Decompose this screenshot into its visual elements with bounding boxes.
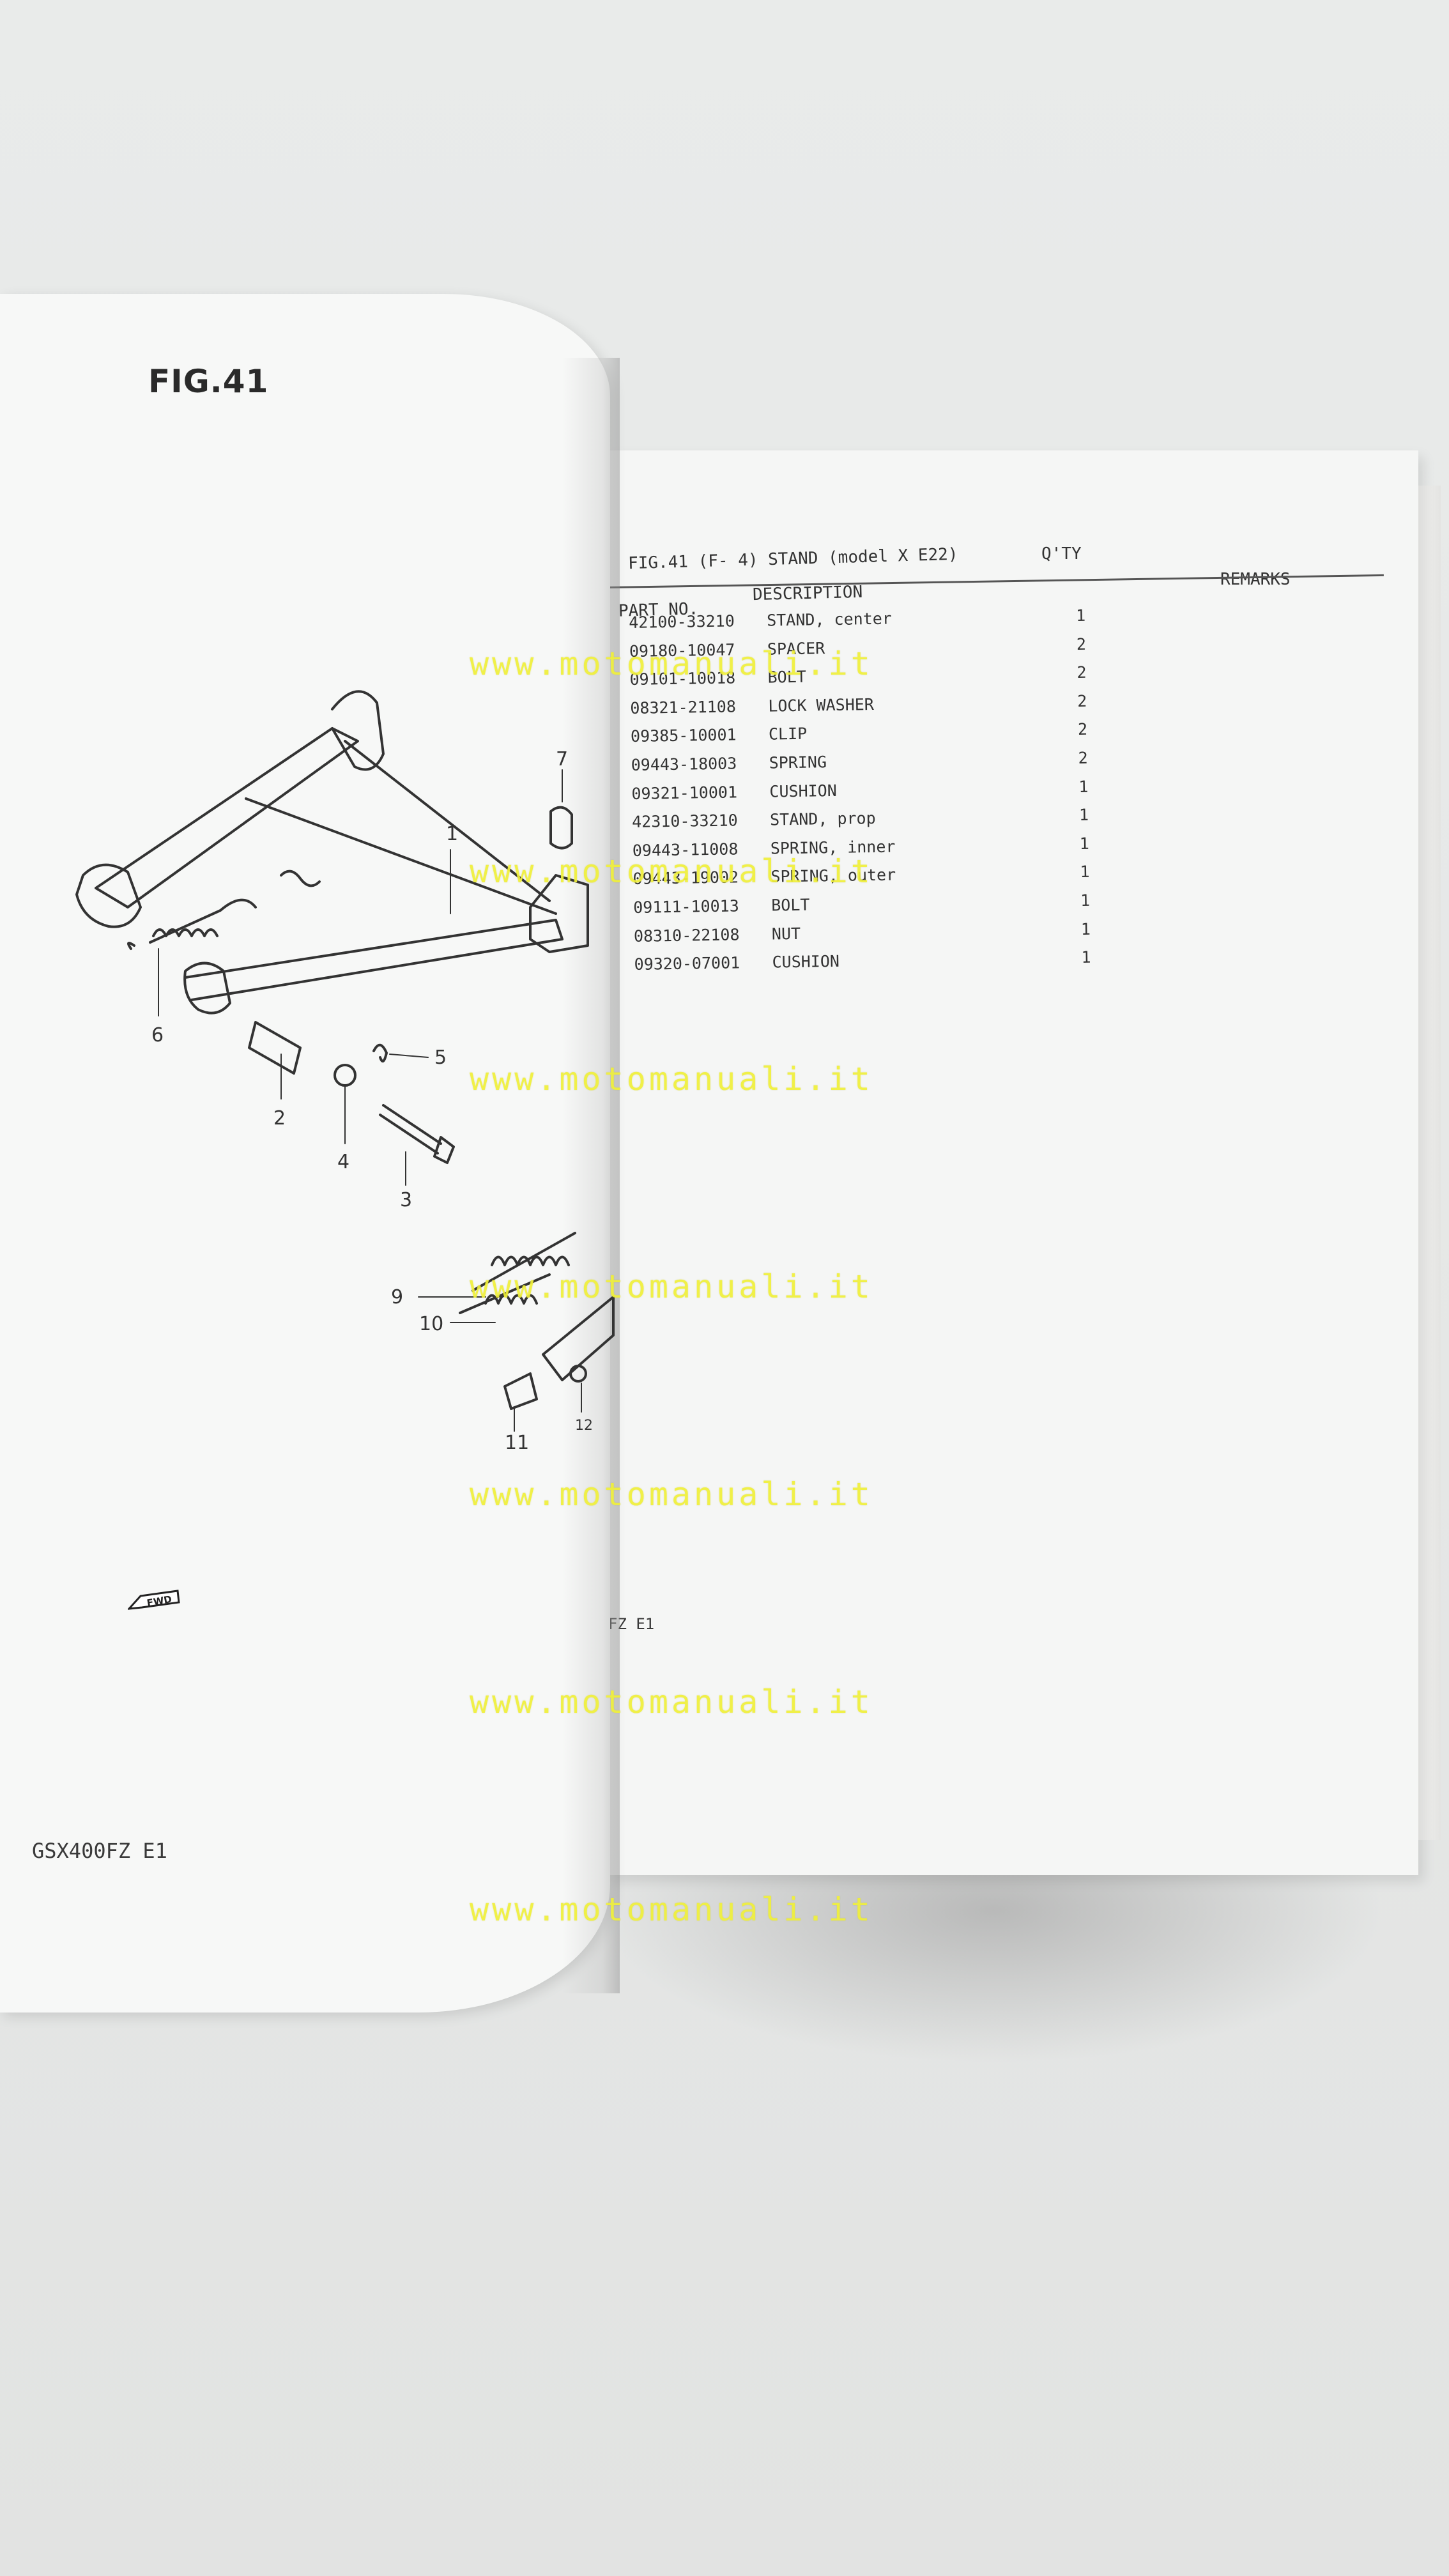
callout-9: 9 xyxy=(391,1286,403,1308)
watermark: www.motomanuali.it xyxy=(470,1268,873,1305)
cushion-7 xyxy=(549,806,573,850)
right-page-footer: FZ E1 xyxy=(608,1615,655,1633)
lock-washer-4 xyxy=(334,1064,356,1087)
spring-9 xyxy=(471,1232,576,1292)
callout-12: 12 xyxy=(575,1418,593,1434)
watermark: www.motomanuali.it xyxy=(470,645,873,682)
watermark: www.motomanuali.it xyxy=(470,853,873,890)
callout-1: 1 xyxy=(446,823,458,845)
nut-12 xyxy=(569,1365,587,1383)
book-gutter-shadow xyxy=(562,358,620,1993)
spring-10 xyxy=(459,1273,551,1314)
bolt-11 xyxy=(503,1372,538,1410)
figure-title: FIG.41 xyxy=(148,363,269,400)
callout-10: 10 xyxy=(419,1313,443,1335)
callout-2: 2 xyxy=(273,1107,286,1130)
prop-stand xyxy=(542,1296,615,1381)
left-page xyxy=(0,294,610,2012)
remarks-column-header: REMARKS xyxy=(1220,570,1291,589)
spring-6 xyxy=(149,898,257,944)
clip-5 xyxy=(372,1043,388,1063)
callout-7: 7 xyxy=(556,748,568,770)
right-page xyxy=(607,450,1418,1875)
left-page-footer: GSX400FZ E1 xyxy=(32,1839,167,1863)
callout-11: 11 xyxy=(505,1432,529,1454)
watermark: www.motomanuali.it xyxy=(470,1891,873,1928)
center-stand xyxy=(95,727,359,908)
callout-6: 6 xyxy=(151,1024,164,1046)
watermark: www.motomanuali.it xyxy=(470,1061,873,1098)
callout-5: 5 xyxy=(434,1046,447,1069)
book-edge xyxy=(1417,486,1441,1840)
fwd-arrow-icon: FWD xyxy=(128,1590,180,1610)
page-shadow xyxy=(601,1872,1386,2064)
watermark: www.motomanuali.it xyxy=(470,1476,873,1513)
spacer-2 xyxy=(248,1021,302,1075)
bolt-3 xyxy=(379,1104,455,1164)
qty-column-header: Q'TY xyxy=(1041,544,1082,564)
watermark: www.motomanuali.it xyxy=(470,1683,873,1721)
callout-4: 4 xyxy=(337,1151,349,1173)
callout-3: 3 xyxy=(400,1189,412,1211)
